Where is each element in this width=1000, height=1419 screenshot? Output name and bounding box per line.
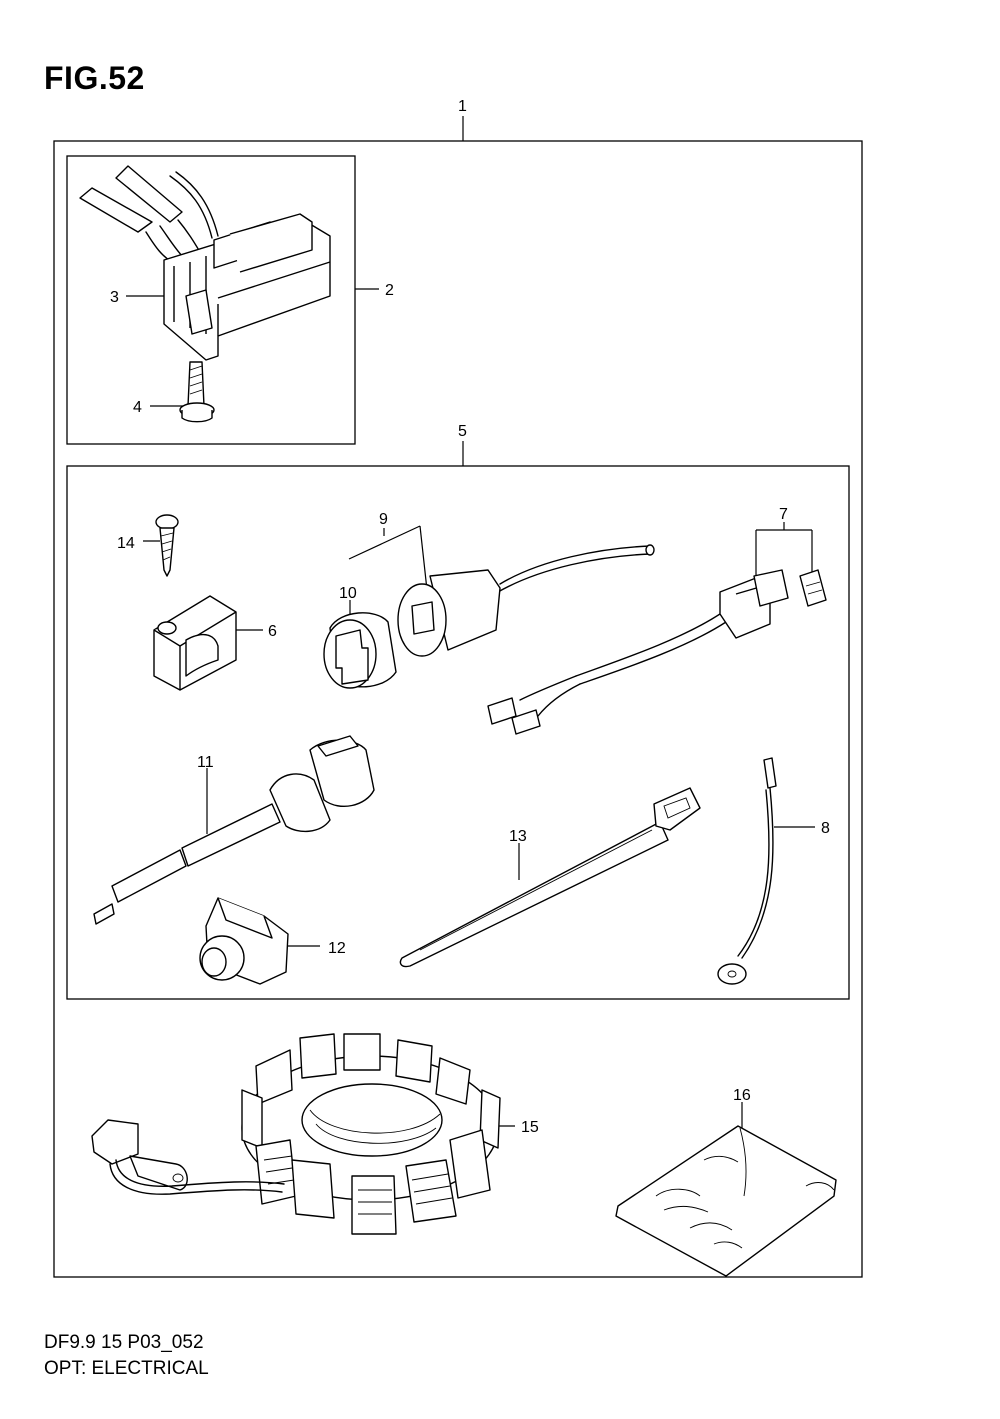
connector-drawing [323, 544, 655, 689]
wiring-kit-frame [66, 465, 850, 1000]
cable-tie-drawing [399, 787, 701, 968]
leader-lines [126, 116, 815, 1130]
callout-6: 6 [268, 623, 277, 640]
model-code-label: DF9.9 15 P03_052 [44, 1332, 204, 1353]
figure-title: FIG.52 [44, 60, 145, 96]
cable-boot-drawing [93, 735, 375, 925]
bolt-drawing [179, 361, 215, 423]
callout-1: 1 [458, 98, 467, 115]
fuse-holder-drawing [487, 569, 827, 735]
callout-16: 16 [733, 1087, 751, 1104]
group-label: OPT: ELECTRICAL [44, 1358, 209, 1379]
grommet-drawing [199, 897, 289, 985]
callout-2: 2 [385, 282, 394, 299]
clamp-drawing [153, 595, 237, 691]
callout-9: 9 [379, 511, 388, 528]
regulator-rectifier-drawing [79, 165, 331, 361]
callout-13: 13 [509, 828, 527, 845]
callout-7: 7 [779, 506, 788, 523]
stator-drawing [91, 1033, 501, 1235]
callout-5: 5 [458, 423, 467, 440]
callout-10: 10 [339, 585, 357, 602]
callout-4: 4 [133, 399, 142, 416]
callout-8: 8 [821, 820, 830, 837]
callout-12: 12 [328, 940, 346, 957]
callout-14: 14 [117, 535, 135, 552]
bag-drawing [615, 1125, 837, 1277]
screw-drawing [155, 514, 179, 577]
kit-outer-frame [53, 140, 863, 1278]
ground-lead-drawing [717, 757, 777, 985]
callout-11: 11 [197, 754, 214, 771]
callout-15: 15 [521, 1119, 539, 1136]
callout-3: 3 [110, 289, 119, 306]
rectifier-subassembly-frame [66, 155, 356, 445]
